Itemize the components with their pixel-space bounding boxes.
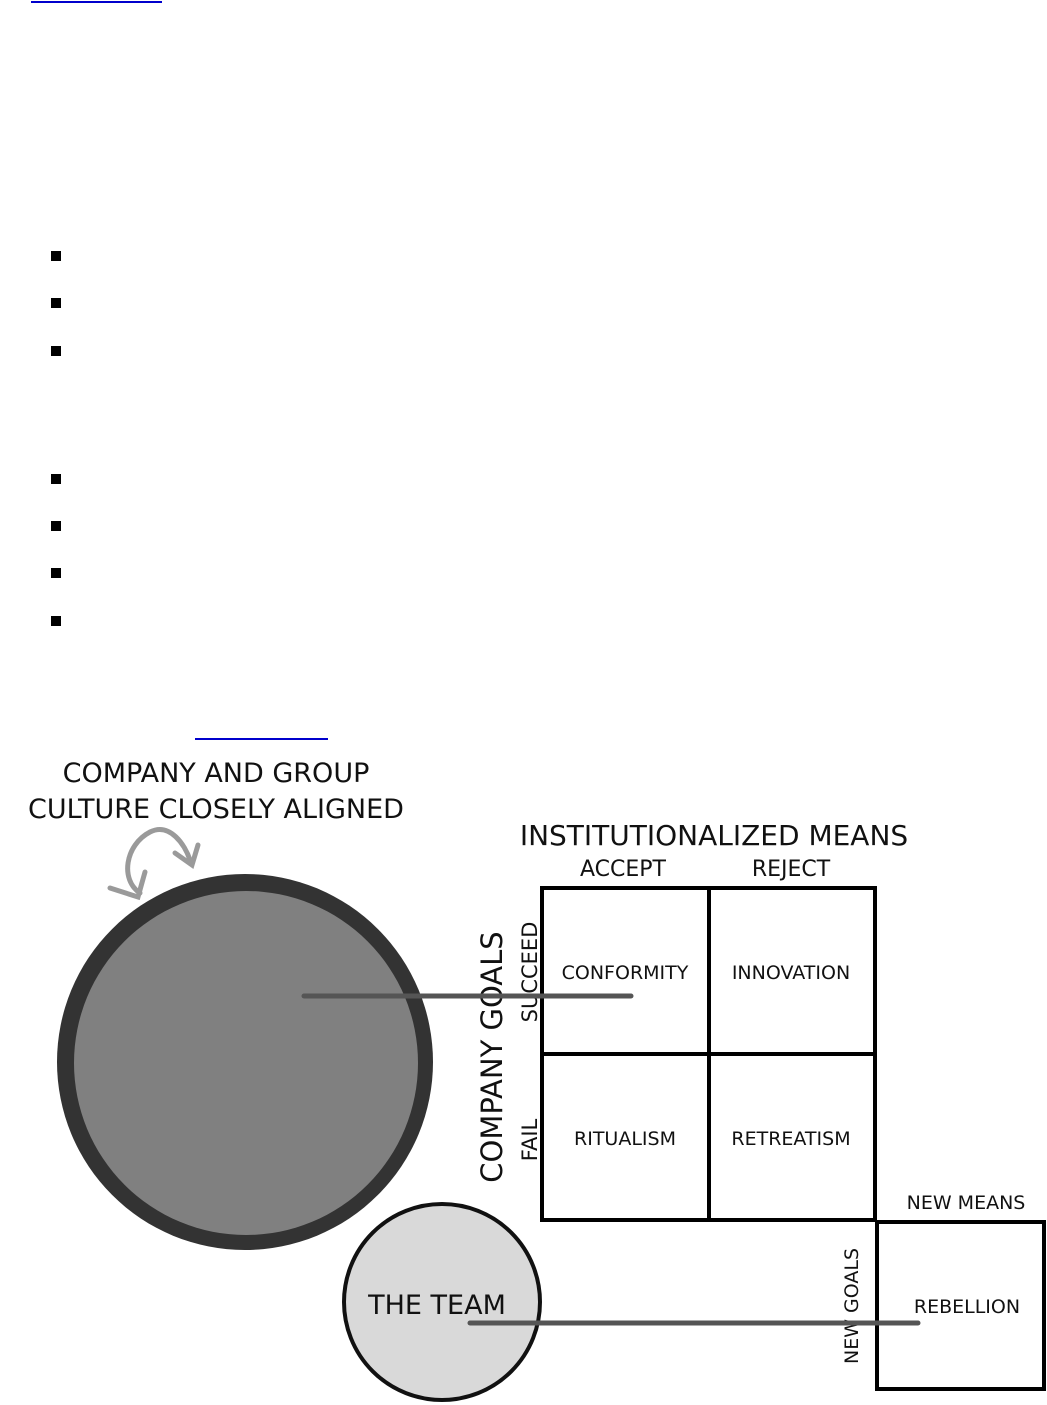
typology-grid xyxy=(540,886,877,1222)
figure-hyperlink[interactable] xyxy=(195,737,328,740)
goals-label: COMPANY GOALS xyxy=(475,931,509,1182)
caption-line-1: COMPANY AND GROUP xyxy=(63,758,370,789)
cell-rebellion: REBELLION xyxy=(914,1296,1020,1318)
company-circle-inner xyxy=(74,891,418,1235)
caption-line-2: CULTURE CLOSELY ALIGNED xyxy=(28,794,404,825)
row-fail-label: FAIL xyxy=(518,1119,542,1162)
cell-innovation: INNOVATION xyxy=(732,962,850,984)
bullet-marker xyxy=(51,568,61,578)
cell-conformity: CONFORMITY xyxy=(562,962,689,984)
col-reject-label: REJECT xyxy=(752,857,831,882)
means-header: INSTITUTIONALIZED MEANS xyxy=(520,819,908,852)
bullet-marker xyxy=(51,521,61,531)
new-means-label: NEW MEANS xyxy=(907,1192,1026,1214)
bullet-marker xyxy=(51,298,61,308)
new-goals-label: NEW GOALS xyxy=(841,1248,863,1364)
cell-retreatism: RETREATISM xyxy=(731,1128,850,1150)
bullet-marker xyxy=(51,346,61,356)
bullet-marker xyxy=(51,474,61,484)
bullet-marker xyxy=(51,616,61,626)
team-circle xyxy=(342,1202,542,1402)
team-label: THE TEAM xyxy=(367,1290,506,1321)
bullet-marker xyxy=(51,251,61,261)
row-succeed-label: SUCCEED xyxy=(518,922,542,1023)
curved-arrow-icon xyxy=(107,827,201,901)
rebellion-box xyxy=(875,1220,1046,1391)
top-hyperlink[interactable] xyxy=(31,0,162,3)
col-accept-label: ACCEPT xyxy=(580,857,667,882)
cell-ritualism: RITUALISM xyxy=(574,1128,676,1150)
